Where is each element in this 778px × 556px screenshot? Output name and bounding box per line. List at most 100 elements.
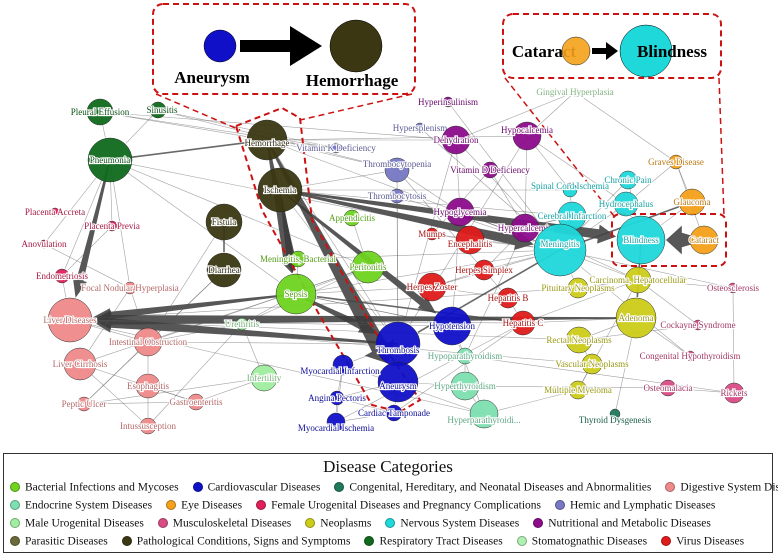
node-circle[interactable]: [377, 361, 419, 403]
node-circle[interactable]: [425, 227, 439, 241]
node-circle[interactable]: [455, 225, 485, 255]
disease-node[interactable]: Vitamin D Deficiency: [449, 161, 531, 179]
disease-node[interactable]: Thrombocytosis: [367, 188, 428, 204]
disease-node[interactable]: Ischemia: [257, 167, 303, 213]
disease-node[interactable]: Hepatitis C: [502, 310, 544, 336]
node-circle[interactable]: [567, 277, 589, 299]
disease-node[interactable]: Thyroid Dysgenesis: [578, 408, 653, 426]
disease-node[interactable]: Hepatitis B: [487, 287, 529, 309]
disease-node[interactable]: Pleural Effusion: [70, 98, 131, 126]
node-circle[interactable]: [609, 408, 621, 420]
disease-node[interactable]: Intestinal Obstruction: [108, 327, 189, 357]
disease-node[interactable]: Osteosclerosis: [706, 282, 761, 294]
node-circle[interactable]: [624, 266, 652, 294]
node-circle[interactable]: [50, 207, 60, 217]
disease-node[interactable]: Rectal Neoplasms: [545, 326, 613, 354]
disease-node[interactable]: Hypoparathyroidism: [427, 347, 503, 365]
disease-node[interactable]: Sinusitis: [145, 101, 179, 119]
disease-node[interactable]: Hyperinsulinism: [417, 96, 479, 108]
node-circle[interactable]: [442, 96, 454, 108]
disease-node[interactable]: Fistula: [205, 203, 243, 241]
disease-node[interactable]: Pituitary Neoplasms: [540, 277, 616, 299]
node-circle[interactable]: [257, 167, 303, 213]
node-circle[interactable]: [510, 213, 540, 243]
disease-node[interactable]: Placenta Previa: [83, 220, 141, 232]
disease-node[interactable]: Endometriosis: [35, 268, 90, 284]
disease-node[interactable]: Rickets: [719, 382, 749, 404]
disease-node[interactable]: Hydrocephalus: [598, 191, 655, 217]
node-circle[interactable]: [87, 137, 133, 183]
node-circle[interactable]: [723, 382, 745, 404]
disease-node[interactable]: Dehydration: [432, 125, 480, 155]
node-circle[interactable]: [692, 319, 704, 331]
disease-node[interactable]: Placenta Accreta: [24, 206, 86, 218]
node-circle[interactable]: [565, 326, 593, 354]
node-circle[interactable]: [206, 252, 242, 288]
node-circle[interactable]: [689, 225, 719, 255]
disease-node[interactable]: Gastroenteritis: [168, 393, 224, 411]
disease-node[interactable]: Esophagitis: [126, 373, 171, 399]
node-circle[interactable]: [616, 215, 666, 265]
disease-node[interactable]: Congenital Hypothyroidism: [639, 350, 742, 362]
node-circle[interactable]: [456, 347, 474, 365]
disease-node[interactable]: Thrombosis: [375, 321, 421, 367]
node-circle[interactable]: [581, 353, 603, 375]
disease-node[interactable]: Spinal Cord Ischemia: [530, 180, 610, 198]
node-circle[interactable]: [432, 306, 472, 346]
node-circle[interactable]: [450, 371, 480, 401]
disease-node[interactable]: Hypotension: [428, 306, 477, 346]
node-circle[interactable]: [385, 404, 403, 422]
disease-node[interactable]: Osteomalacia: [642, 379, 694, 397]
node-circle[interactable]: [414, 122, 426, 134]
disease-node[interactable]: Anovulation: [20, 238, 68, 250]
node-circle[interactable]: [562, 182, 578, 198]
disease-node[interactable]: Infertility: [246, 364, 283, 392]
disease-node[interactable]: Aneurysm: [377, 361, 419, 403]
disease-node[interactable]: Urethritis: [224, 317, 261, 331]
disease-node[interactable]: Graves Disease: [647, 154, 705, 170]
node-circle[interactable]: [246, 119, 288, 161]
node-circle[interactable]: [533, 223, 587, 277]
disease-node[interactable]: Mumps: [417, 227, 447, 241]
node-circle[interactable]: [684, 350, 696, 362]
node-circle[interactable]: [473, 259, 495, 281]
disease-node[interactable]: Peritonitis: [348, 250, 388, 284]
disease-node[interactable]: Thrombocytopenia: [362, 157, 432, 183]
disease-node[interactable]: Herpes Zoster: [406, 272, 458, 302]
node-circle[interactable]: [205, 203, 243, 241]
disease-node[interactable]: Vitamin K Deficiency: [295, 142, 377, 154]
disease-node[interactable]: Encephalitis: [447, 225, 494, 255]
disease-node[interactable]: Hypocalcemia: [500, 121, 554, 151]
disease-node[interactable]: Angina Pectoris: [307, 390, 367, 406]
node-circle[interactable]: [133, 327, 163, 357]
disease-node[interactable]: Hypersplenism: [392, 122, 449, 134]
node-circle[interactable]: [510, 310, 536, 336]
disease-node[interactable]: Carcinoma, Hepatocellular: [588, 266, 688, 294]
node-circle[interactable]: [375, 321, 421, 367]
disease-node[interactable]: Adenoma: [615, 297, 657, 339]
disease-node[interactable]: Vascular Neoplasms: [554, 353, 630, 375]
node-circle[interactable]: [727, 282, 739, 294]
disease-node[interactable]: Intussusception: [119, 417, 178, 435]
disease-node[interactable]: Liver Diseases: [42, 297, 98, 343]
disease-node[interactable]: Hypercalcemia: [497, 213, 553, 243]
node-circle[interactable]: [613, 191, 639, 217]
node-circle[interactable]: [149, 101, 167, 119]
node-circle[interactable]: [615, 297, 657, 339]
node-circle[interactable]: [389, 188, 405, 204]
node-circle[interactable]: [123, 281, 137, 295]
disease-node[interactable]: Myocardial Ischemia: [297, 412, 375, 434]
disease-node[interactable]: Meningitis, Bacterial: [259, 250, 338, 268]
node-circle[interactable]: [417, 272, 447, 302]
node-circle[interactable]: [330, 142, 342, 154]
node-circle[interactable]: [235, 317, 249, 331]
disease-node[interactable]: Pneumonia: [87, 137, 133, 183]
disease-node[interactable]: Meningitis: [533, 223, 587, 277]
disease-node[interactable]: Cataract: [688, 225, 721, 255]
disease-node[interactable]: Herpes Simplex: [454, 259, 514, 281]
node-circle[interactable]: [250, 364, 278, 392]
disease-node[interactable]: Liver Cirrhosis: [52, 347, 109, 381]
node-circle[interactable]: [441, 125, 471, 155]
node-circle[interactable]: [47, 297, 93, 343]
disease-node[interactable]: Gingival Hyperplasia: [535, 86, 614, 98]
